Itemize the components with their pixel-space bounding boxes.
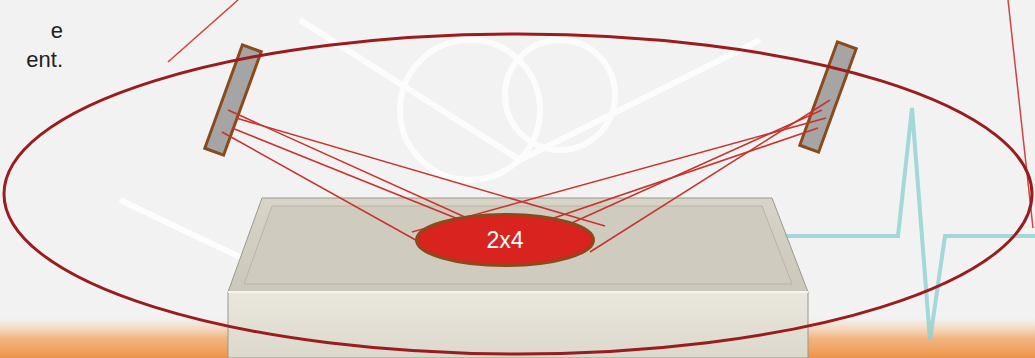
slide-text: e [51, 18, 63, 44]
mirror [800, 42, 856, 152]
ellipse-label: 2x4 [486, 227, 523, 254]
slide-text: ent. [26, 47, 63, 73]
highlight-ellipse [4, 34, 1032, 354]
block [228, 198, 808, 358]
label-ellipse: 2x4 [415, 213, 595, 267]
callout-line [1008, 0, 1033, 228]
callout-line [168, 0, 238, 62]
